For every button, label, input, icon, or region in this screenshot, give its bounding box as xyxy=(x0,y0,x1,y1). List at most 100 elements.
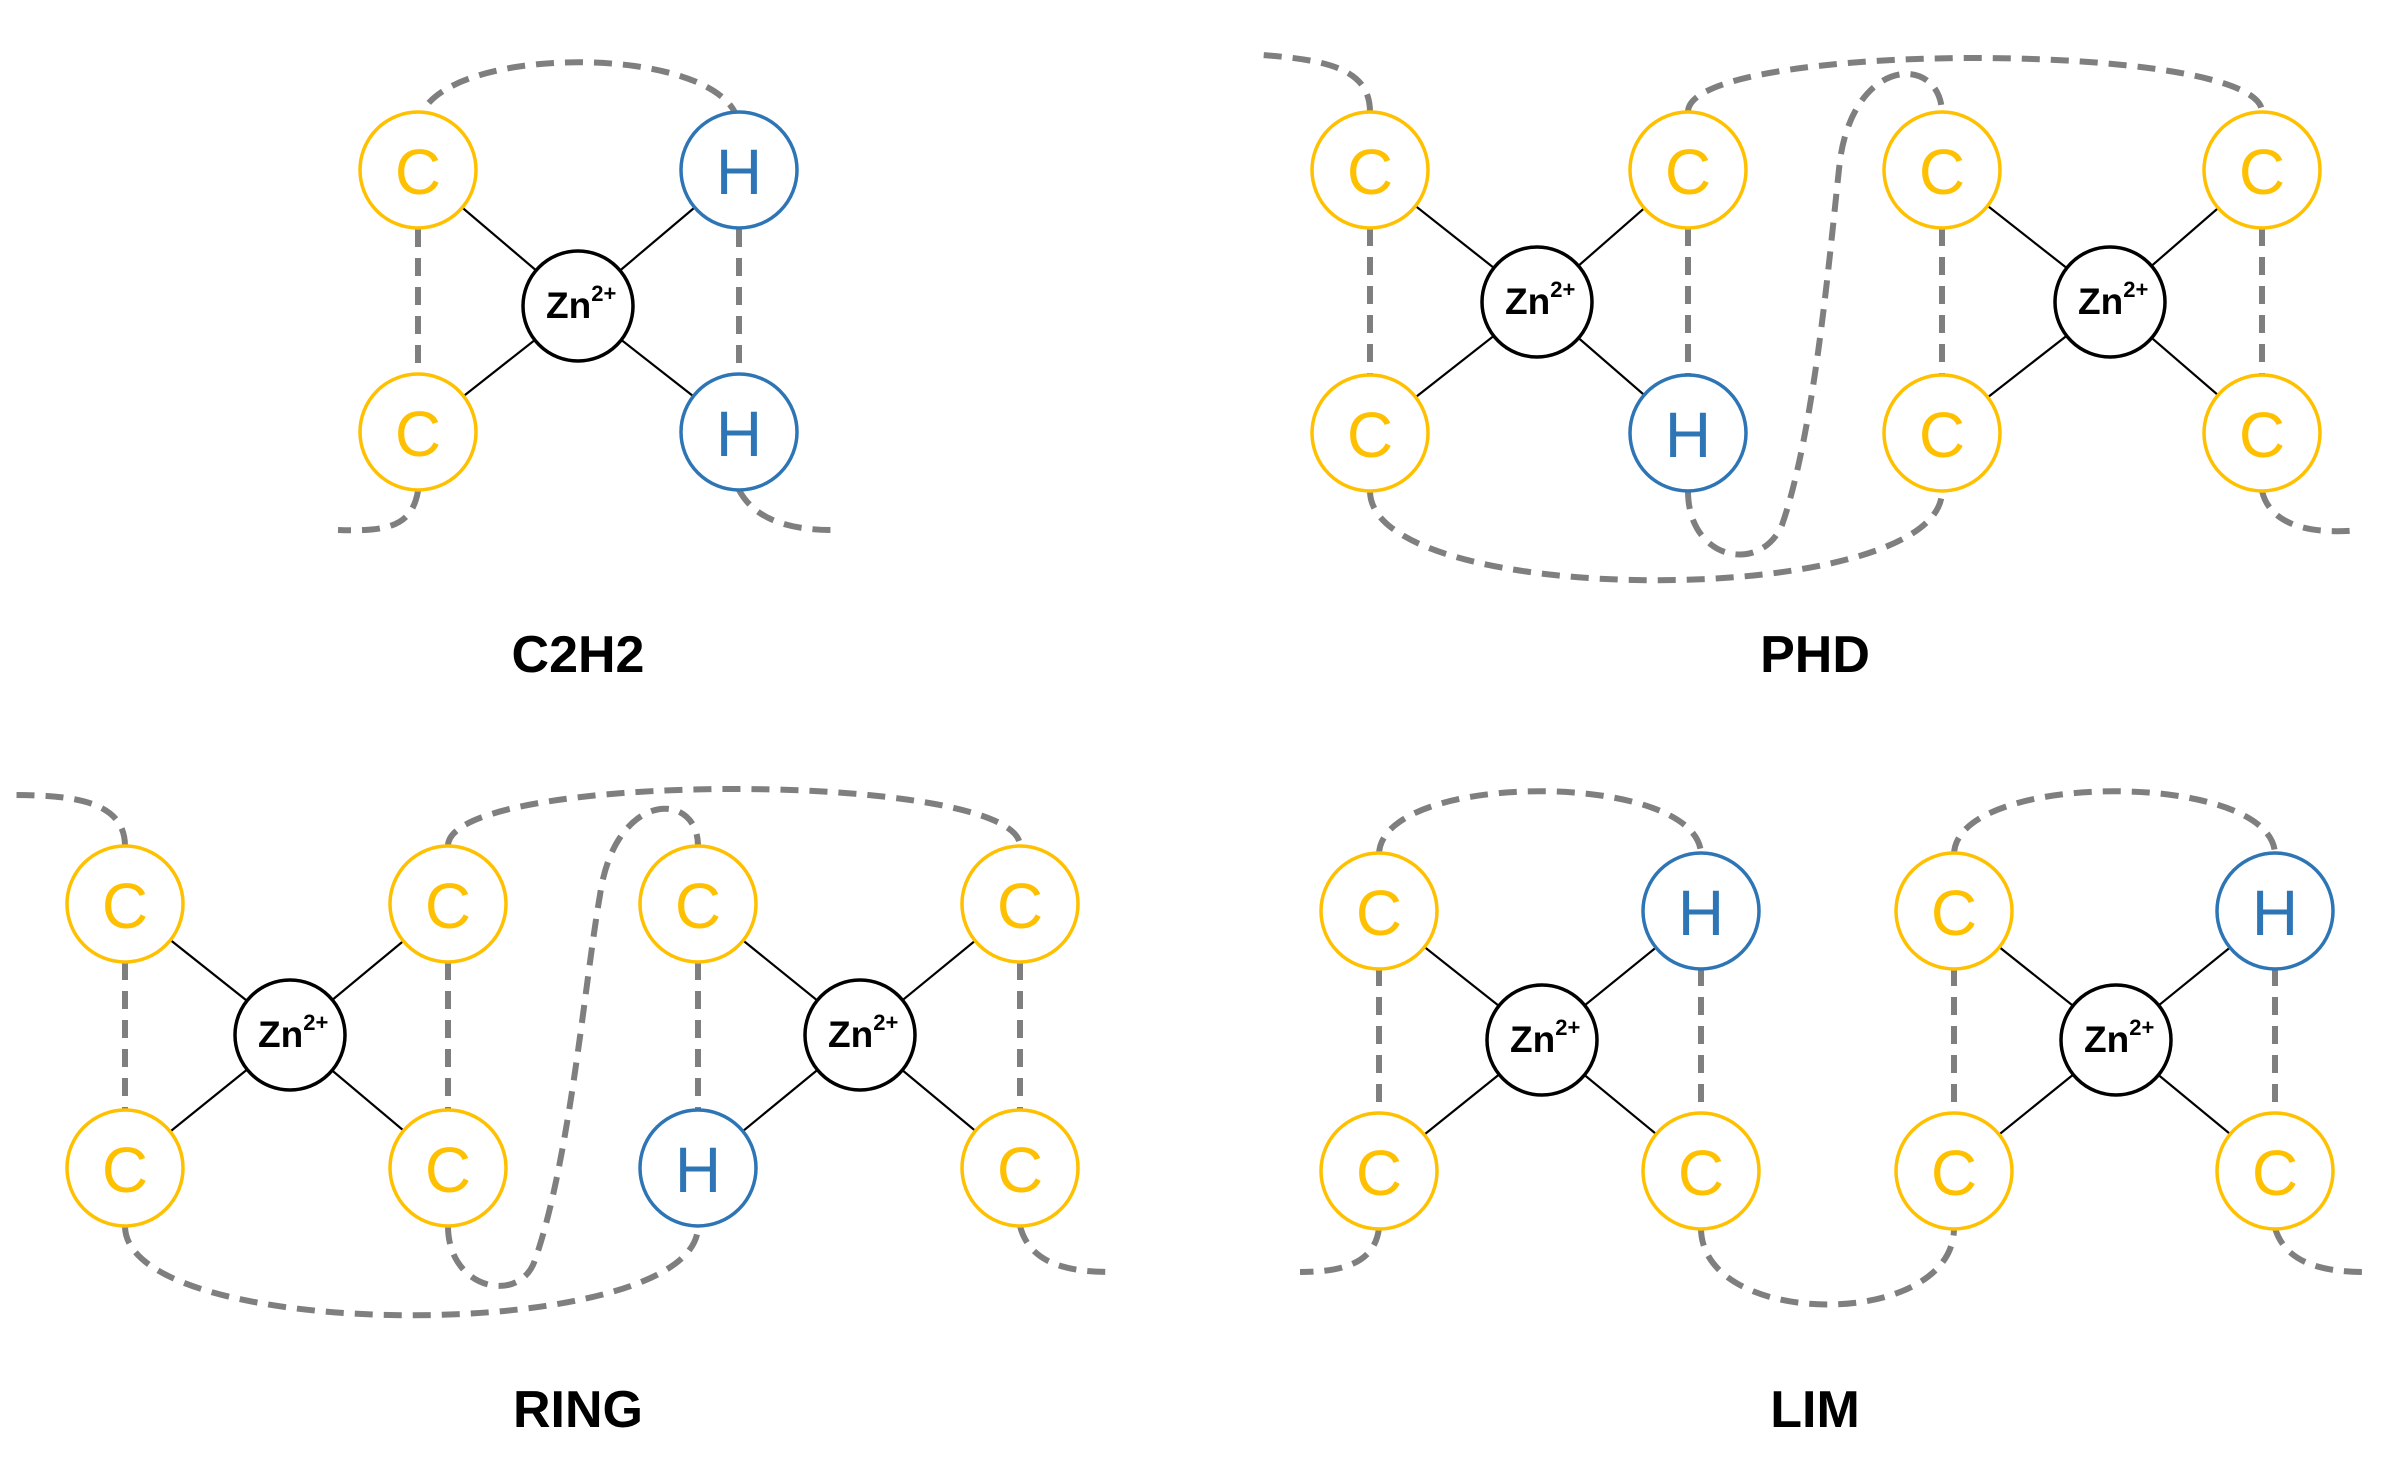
residue: C xyxy=(388,844,508,964)
residue: C xyxy=(358,372,478,492)
svg-text:C: C xyxy=(102,870,148,942)
svg-text:H: H xyxy=(716,398,762,470)
svg-text:Zn2+: Zn2+ xyxy=(546,281,616,326)
ring-chain-n-tail xyxy=(11,792,128,847)
residue: C xyxy=(1894,851,2014,971)
backbone-chains xyxy=(11,52,2366,1319)
residue: C xyxy=(2202,110,2322,230)
svg-text:C: C xyxy=(2239,136,2285,208)
phd-chain-c-tail xyxy=(2259,490,2361,535)
svg-text:H: H xyxy=(716,136,762,208)
svg-text:H: H xyxy=(1678,877,1724,949)
svg-text:C: C xyxy=(1919,399,1965,471)
svg-text:C: C xyxy=(2252,1137,2298,1209)
residue: C xyxy=(1319,851,1439,971)
phd-chain-loop-bottom xyxy=(1367,490,1945,584)
residue: H xyxy=(1628,373,1748,493)
zinc-ion: Zn2+ xyxy=(803,978,917,1092)
svg-text:H: H xyxy=(2252,877,2298,949)
ring-chain-c-tail xyxy=(1017,1225,1113,1275)
phd-chain-serpentine xyxy=(1685,70,1945,558)
residue: C xyxy=(1894,1111,2014,1231)
residue: C xyxy=(65,1108,185,1228)
lim-chain-connector xyxy=(1698,1227,1957,1308)
svg-text:Zn2+: Zn2+ xyxy=(2078,277,2148,322)
svg-text:C: C xyxy=(395,398,441,470)
svg-text:C: C xyxy=(1931,1137,1977,1209)
ring-site-1: C C C C Zn2+ xyxy=(65,844,508,1228)
residue: C xyxy=(388,1108,508,1228)
residue: C xyxy=(1310,373,1430,493)
panel-labels: C2H2 PHD RING LIM xyxy=(512,626,1870,1439)
svg-text:Zn2+: Zn2+ xyxy=(1510,1015,1580,1060)
residue: H xyxy=(2215,851,2335,971)
zinc-ion: Zn2+ xyxy=(2059,983,2173,1097)
residue: H xyxy=(638,1108,758,1228)
lim-site-1: C H C C Zn2+ xyxy=(1319,851,1761,1231)
residue: C xyxy=(2215,1111,2335,1231)
svg-text:C: C xyxy=(102,1134,148,1206)
residue: C xyxy=(65,844,185,964)
c2h2-label: C2H2 xyxy=(512,626,645,684)
svg-text:Zn2+: Zn2+ xyxy=(2084,1015,2154,1060)
svg-text:H: H xyxy=(675,1134,721,1206)
svg-text:C: C xyxy=(1356,877,1402,949)
zinc-ion: Zn2+ xyxy=(2053,245,2167,359)
svg-text:C: C xyxy=(425,1134,471,1206)
ring-label: RING xyxy=(513,1381,643,1439)
c2h2-chain-loop-top xyxy=(415,59,742,130)
residue: C xyxy=(638,844,758,964)
lim-label: LIM xyxy=(1770,1381,1860,1439)
residue: C xyxy=(358,110,478,230)
lim-chain-loop-top-1 xyxy=(1376,788,1704,856)
residue: H xyxy=(679,372,799,492)
lim-site-2: C H C C Zn2+ xyxy=(1894,851,2335,1231)
ring-site-2: C C H C Zn2+ xyxy=(638,844,1080,1228)
c2h2-chain-n-tail xyxy=(337,490,421,534)
residue: C xyxy=(1882,110,2002,230)
lim-chain-c-tail xyxy=(2272,1227,2366,1275)
residue: C xyxy=(1641,1111,1761,1231)
lim-chain-loop-top-2 xyxy=(1951,788,2278,856)
svg-text:Zn2+: Zn2+ xyxy=(828,1010,898,1055)
phd-chain-n-tail xyxy=(1261,52,1373,113)
residue: C xyxy=(1310,110,1430,230)
residue: C xyxy=(960,844,1080,964)
svg-text:C: C xyxy=(1919,136,1965,208)
residue: C xyxy=(2202,373,2322,493)
ring-chain-serpentine xyxy=(445,805,701,1289)
svg-text:C: C xyxy=(395,136,441,208)
svg-text:C: C xyxy=(1347,399,1393,471)
sites: C H C H Zn2+ C xyxy=(65,110,2335,1231)
ring-chain-loop-bottom xyxy=(122,1225,701,1319)
zinc-ion: Zn2+ xyxy=(1480,245,1594,359)
zinc-ion: Zn2+ xyxy=(1485,983,1599,1097)
residue: C xyxy=(1882,373,2002,493)
svg-text:C: C xyxy=(1665,136,1711,208)
residue: H xyxy=(679,110,799,230)
phd-site-1: C C C H Zn2+ xyxy=(1310,110,1748,493)
phd-chain-loop-top xyxy=(1685,55,2265,113)
svg-text:Zn2+: Zn2+ xyxy=(258,1010,328,1055)
residue: C xyxy=(960,1108,1080,1228)
svg-text:C: C xyxy=(997,1134,1043,1206)
residue: H xyxy=(1641,851,1761,971)
svg-text:C: C xyxy=(1931,877,1977,949)
svg-text:C: C xyxy=(1347,136,1393,208)
phd-label: PHD xyxy=(1760,626,1870,684)
ring-chain-loop-top xyxy=(445,786,1023,847)
svg-text:H: H xyxy=(1665,399,1711,471)
zinc-ion: Zn2+ xyxy=(233,978,347,1092)
zinc-ion: Zn2+ xyxy=(521,249,635,363)
lim-chain-n-tail xyxy=(1299,1227,1382,1275)
svg-text:C: C xyxy=(675,870,721,942)
svg-text:C: C xyxy=(997,870,1043,942)
c2h2-site: C H C H Zn2+ xyxy=(358,110,799,492)
c2h2-chain-c-tail xyxy=(736,488,833,533)
svg-text:C: C xyxy=(425,870,471,942)
phd-site-2: C C C C Zn2+ xyxy=(1882,110,2322,493)
residue: C xyxy=(1319,1111,1439,1231)
svg-text:C: C xyxy=(1356,1137,1402,1209)
